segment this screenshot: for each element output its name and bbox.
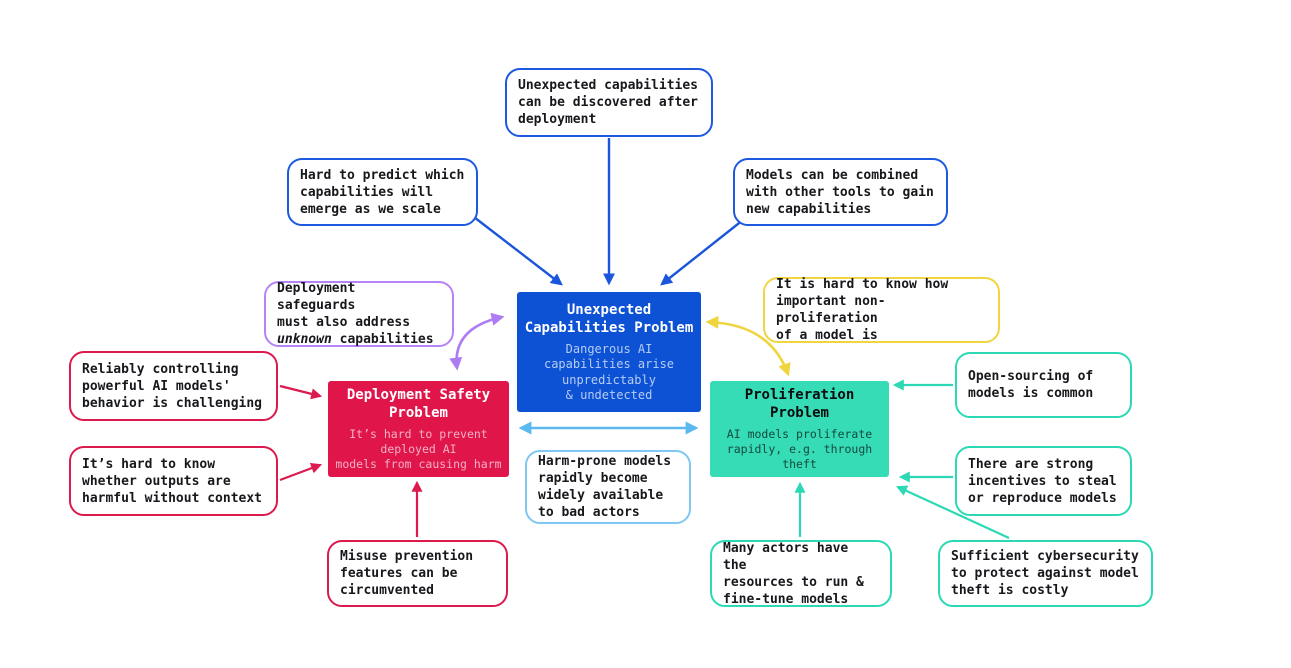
callout-text: Unexpected capabilities can be discovere… bbox=[518, 78, 699, 127]
callout-open-sourcing: Open-sourcing of models is common bbox=[955, 352, 1132, 418]
callout-cybersecurity-costly: Sufficient cybersecurity to protect agai… bbox=[938, 540, 1153, 607]
node-title: Deployment Safety Problem bbox=[346, 387, 491, 421]
callout-text: It is hard to know how important non-pro… bbox=[776, 277, 949, 343]
callout-text: Open-sourcing of models is common bbox=[968, 369, 1094, 401]
callout-text: Many actors have the resources to run & … bbox=[723, 540, 864, 607]
callout-deployment-safeguards: Deployment safeguards must also address … bbox=[264, 281, 454, 347]
arrow-outputs-to-deployment bbox=[279, 462, 323, 482]
arrow-reliably-to-deployment bbox=[279, 384, 323, 400]
callout-hard-to-predict: Hard to predict which capabilities will … bbox=[287, 158, 478, 226]
node-subtitle: Dangerous AI capabilities arise unpredic… bbox=[543, 341, 675, 403]
arrow-deployment-unexpected-twoway bbox=[449, 312, 505, 371]
callout-text: There are strong incentives to steal or … bbox=[968, 456, 1117, 506]
node-subtitle: It’s hard to prevent deployed AI models … bbox=[335, 427, 502, 471]
callout-models-combined: Models can be combined with other tools … bbox=[733, 158, 948, 226]
callout-text: Misuse prevention features can be circum… bbox=[340, 549, 474, 598]
callout-nonproliferation-importance: It is hard to know how important non-pro… bbox=[763, 277, 1000, 343]
callout-text: Hard to predict which capabilities will … bbox=[300, 167, 465, 217]
arrow-combined-to-unexpected bbox=[660, 215, 749, 286]
callout-text: Harm-prone models rapidly become widely … bbox=[538, 454, 672, 520]
callout-outputs-harmful: It’s hard to know whether outputs are ha… bbox=[69, 446, 278, 516]
callout-steal-incentives: There are strong incentives to steal or … bbox=[955, 446, 1132, 516]
callout-text: Reliably controlling powerful AI models'… bbox=[82, 361, 263, 411]
callout-text: Sufficient cybersecurity to protect agai… bbox=[951, 549, 1139, 598]
node-proliferation-problem: Proliferation Problem AI models prolifer… bbox=[710, 381, 889, 477]
node-subtitle: AI models proliferate rapidly, e.g. thro… bbox=[726, 427, 873, 471]
italic-word: unknown bbox=[277, 332, 332, 347]
node-title: Proliferation Problem bbox=[744, 387, 855, 421]
callout-reliably-controlling: Reliably controlling powerful AI models'… bbox=[69, 351, 278, 421]
callout-text: It’s hard to know whether outputs are ha… bbox=[82, 456, 263, 506]
callout-misuse-prevention: Misuse prevention features can be circum… bbox=[327, 540, 508, 607]
callout-text: Deployment safeguards must also address … bbox=[277, 281, 434, 347]
node-title: Unexpected Capabilities Problem bbox=[524, 301, 694, 336]
arrow-predict-to-unexpected bbox=[469, 213, 563, 286]
callout-many-actors: Many actors have the resources to run & … bbox=[710, 540, 892, 607]
node-deployment-safety-problem: Deployment Safety Problem It’s hard to p… bbox=[328, 381, 509, 477]
callout-unexpected-discovered: Unexpected capabilities can be discovere… bbox=[505, 68, 713, 137]
callout-harm-prone-models: Harm-prone models rapidly become widely … bbox=[525, 450, 691, 524]
callout-text: Models can be combined with other tools … bbox=[746, 167, 934, 217]
node-unexpected-capabilities-problem: Unexpected Capabilities Problem Dangerou… bbox=[517, 292, 701, 412]
